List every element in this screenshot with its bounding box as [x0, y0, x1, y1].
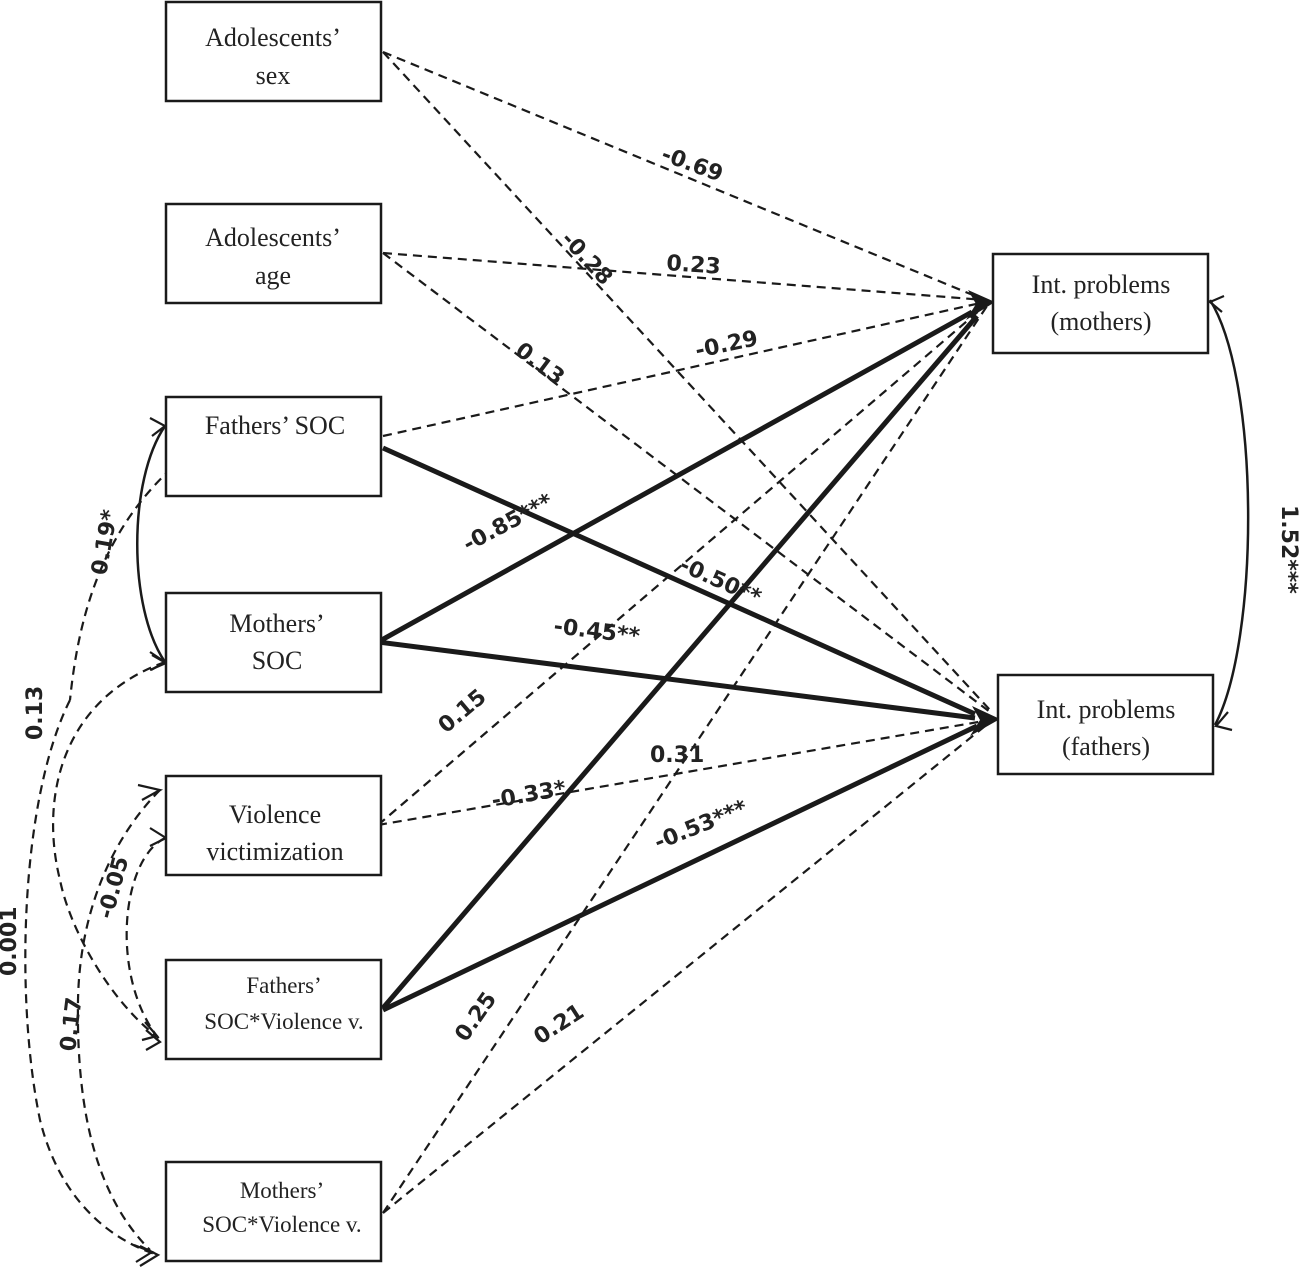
- cov-013-curve: [51, 660, 166, 1036]
- cov-019-curve: [68, 457, 184, 701]
- cov-neg005-head-bottom: [145, 1029, 162, 1051]
- coef-fathers-int-to-fathers: -0.53***: [651, 796, 752, 856]
- coef-mothers-int-to-mothers: 0.25: [450, 988, 502, 1047]
- node-int-fathers-line1: Int. problems: [1037, 695, 1176, 724]
- path-mothers-soc-to-int-mothers: [376, 309, 974, 645]
- arrowhead-int-mothers: [966, 290, 995, 320]
- cov-017-head-top: [137, 783, 164, 801]
- node-adolescents-age-line2: age: [255, 261, 291, 290]
- coef-age-to-fathers: 0.13: [510, 338, 568, 391]
- coef-sex-to-mothers: -0.69: [658, 142, 726, 187]
- coef-cov-viol-mint: 0.17: [56, 996, 87, 1053]
- arrowheads: [966, 290, 1000, 736]
- cov-017-head-bottom: [133, 1243, 155, 1263]
- node-fathers-int-line1: Fathers’: [246, 973, 321, 998]
- node-int-fathers-line2: (fathers): [1062, 732, 1150, 761]
- node-fathers-soc-violence: Fathers’ SOC*Violence v.: [164, 958, 383, 1061]
- node-fathers-soc-label: Fathers’ SOC: [205, 411, 345, 440]
- cov-neg005-curve: [125, 837, 166, 1041]
- node-violence-line2: victimization: [206, 837, 343, 866]
- path-violence-to-int-mothers: [377, 303, 988, 826]
- node-int-problems-fathers: Int. problems (fathers): [996, 673, 1215, 776]
- coef-cov-fsoc-fint: 0.13: [23, 686, 48, 740]
- cov-013-head-top: [149, 654, 169, 672]
- path-age-to-int-fathers: [382, 252, 991, 713]
- coef-mothers-int-to-fathers: 0.21: [530, 1000, 589, 1051]
- coef-fathers-soc-to-mothers: -0.29: [693, 326, 760, 364]
- path-violence-to-int-fathers: [377, 718, 991, 827]
- path-fathers-soc-to-int-fathers: [381, 445, 977, 717]
- path-mothers-int-to-int-mothers: [382, 305, 988, 1214]
- arrowhead-int-fathers: [970, 706, 1000, 736]
- path-fathers-soc-to-int-mothers: [382, 300, 986, 438]
- coef-mothers-soc-to-fathers: -0.45**: [552, 614, 641, 649]
- node-int-mothers-line1: Int. problems: [1032, 270, 1171, 299]
- node-mothers-soc: Mothers’ SOC: [164, 591, 383, 694]
- coef-cov-msoc-mint: 0.001: [0, 906, 22, 976]
- node-fathers-soc: Fathers’ SOC: [164, 395, 383, 498]
- node-violence-line1: Violence: [229, 800, 321, 829]
- coef-cov-outcomes: 1.52***: [1276, 505, 1299, 594]
- node-fathers-int-line2: SOC*Violence v.: [204, 1009, 363, 1034]
- node-mothers-soc-violence: Mothers’ SOC*Violence v.: [164, 1160, 383, 1263]
- path-fathers-int-to-int-mothers: [381, 314, 979, 1010]
- regression-paths: [376, 50, 991, 1214]
- coef-mothers-soc-to-mothers: -0.85***: [459, 489, 558, 557]
- path-mothers-int-to-int-fathers: [382, 721, 991, 1214]
- node-adolescents-sex-line2: sex: [256, 61, 291, 90]
- node-mothers-soc-line1: Mothers’: [229, 609, 324, 638]
- cov-0001-curve: [24, 699, 159, 1257]
- node-mothers-int-line2: SOC*Violence v.: [202, 1212, 361, 1237]
- coef-cov-fsoc-msoc: 0.19*: [87, 507, 123, 577]
- cov-fathers-soc-mothers-soc: [136, 425, 167, 663]
- coef-fathers-int-to-mothers: 0.31: [650, 743, 704, 768]
- coef-violence-to-mothers: 0.15: [434, 685, 492, 739]
- node-int-problems-mothers: Int. problems (mothers): [991, 252, 1210, 355]
- node-int-mothers-line2: (mothers): [1050, 307, 1151, 336]
- node-mothers-int-line1: Mothers’: [240, 1178, 324, 1203]
- cov-outcomes-head-bottom: [1214, 711, 1233, 732]
- node-adolescents-sex-line1: Adolescents’: [205, 23, 341, 52]
- cov-outcomes-curve: [1208, 299, 1250, 726]
- coef-cov-viol-fint: -0.05: [94, 854, 135, 922]
- path-age-to-int-mothers: [382, 251, 986, 302]
- node-adolescents-age-line1: Adolescents’: [205, 223, 341, 252]
- coef-sex-to-fathers: -0.28: [556, 227, 618, 290]
- cov-017-curve: [76, 789, 161, 1251]
- path-fathers-int-to-int-fathers: [381, 723, 979, 1013]
- cov-fsoc-head-top: [149, 417, 168, 437]
- node-mothers-soc-line2: SOC: [252, 646, 303, 675]
- coef-age-to-mothers: 0.23: [666, 251, 722, 280]
- path-mothers-soc-to-int-fathers: [377, 639, 976, 721]
- node-violence-victimization: Violence victimization: [164, 774, 383, 877]
- cov-outcomes-head-top: [1207, 294, 1225, 313]
- path-sex-to-int-mothers: [382, 50, 986, 302]
- node-adolescents-sex: Adolescents’ sex: [164, 0, 383, 103]
- node-adolescents-age: Adolescents’ age: [164, 202, 383, 305]
